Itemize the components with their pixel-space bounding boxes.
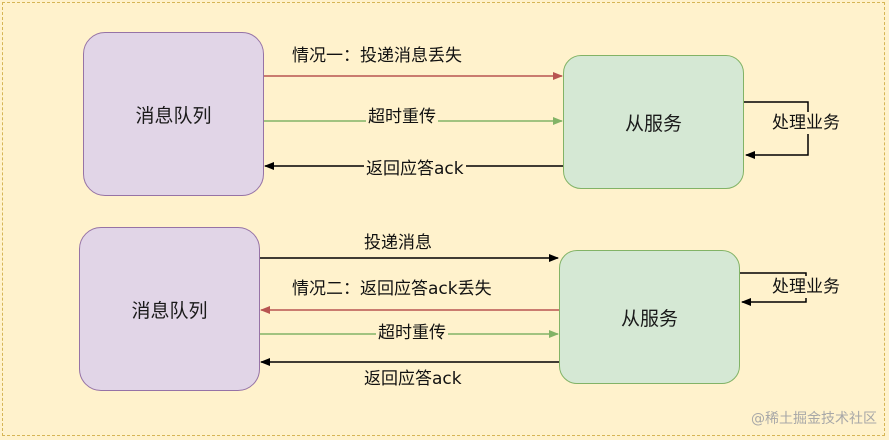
message-queue-label-2: 消息队列 <box>131 299 208 322</box>
edge-label-s1-retry: 超时重传 <box>366 106 438 128</box>
slave-service-node-1: 从服务 <box>563 55 744 189</box>
edge-label-s2-retry: 超时重传 <box>376 322 448 344</box>
slave-service-label-1: 从服务 <box>624 112 682 135</box>
edge-label-s2-ack: 返回应答ack <box>362 368 464 390</box>
slave-service-node-2: 从服务 <box>559 250 740 384</box>
edge-label-s1-self: 处理业务 <box>770 112 842 134</box>
slave-service-label-2: 从服务 <box>620 307 678 330</box>
edge-label-s1-ack: 返回应答ack <box>364 158 466 180</box>
dashed-frame <box>2 2 885 436</box>
message-queue-node-1: 消息队列 <box>83 32 264 196</box>
edge-label-s2-ack-lost: 情况二：返回应答ack丢失 <box>290 278 494 300</box>
edge-label-s2-self: 处理业务 <box>770 276 842 298</box>
message-queue-node-2: 消息队列 <box>79 227 260 391</box>
edge-label-s2-deliver: 投递消息 <box>362 232 434 254</box>
message-queue-label-1: 消息队列 <box>135 104 212 127</box>
watermark: @稀土掘金技术社区 <box>751 411 877 427</box>
edge-label-s1-deliver-lost: 情况一：投递消息丢失 <box>290 45 464 67</box>
